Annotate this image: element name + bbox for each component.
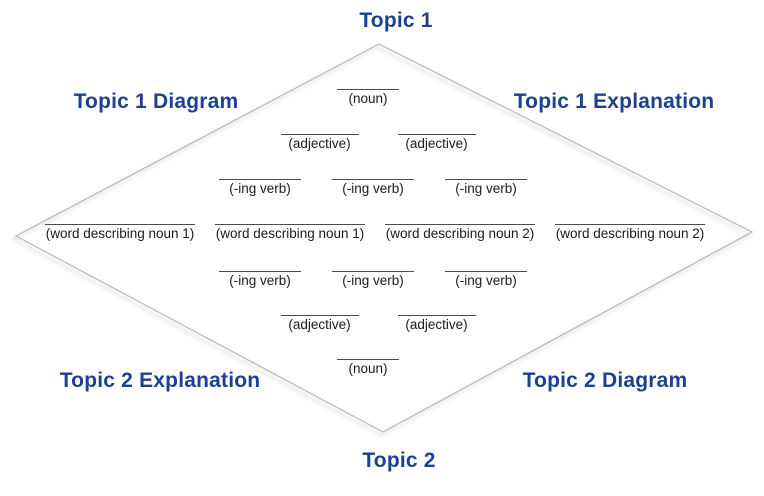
blank-ing-verb-bottom-2: (-ing verb) <box>326 271 421 288</box>
answer-line <box>397 315 476 316</box>
answer-line <box>445 179 527 180</box>
topic2-diagram-heading: Topic 2 Diagram <box>522 369 688 392</box>
row-noun-bottom: (noun) <box>0 359 750 376</box>
answer-line <box>397 134 476 135</box>
answer-line <box>332 179 414 180</box>
row-adjectives-top: (adjective) (adjective) <box>0 134 760 151</box>
answer-line <box>280 134 359 135</box>
blank-label: (-ing verb) <box>342 181 404 196</box>
blank-ing-verb-bottom-3: (-ing verb) <box>439 271 534 288</box>
blank-adjective-bottom-2: (adjective) <box>387 315 487 332</box>
blank-label: (noun) <box>348 361 388 376</box>
answer-line <box>332 271 414 272</box>
topic1-explanation-heading: Topic 1 Explanation <box>513 90 715 113</box>
answer-line <box>45 224 195 225</box>
blank-adjective-top-2: (adjective) <box>387 134 487 151</box>
topic1-diagram-heading: Topic 1 Diagram <box>73 90 239 113</box>
topic2-explanation-heading: Topic 2 Explanation <box>59 369 261 392</box>
blank-label: (-ing verb) <box>342 273 404 288</box>
blank-label: (adjective) <box>405 317 468 332</box>
blank-word-describing-noun2-1: (word describing noun 2) <box>381 224 539 241</box>
blank-word-describing-noun1-2: (word describing noun 1) <box>211 224 369 241</box>
blank-label: (noun) <box>348 91 388 106</box>
blank-ing-verb-top-1: (-ing verb) <box>213 179 308 196</box>
blank-label: (word describing noun 2) <box>385 226 535 241</box>
blank-label: (word describing noun 2) <box>555 226 705 241</box>
blank-label: (-ing verb) <box>229 181 291 196</box>
answer-line <box>219 271 301 272</box>
blank-noun-bottom: (noun) <box>328 359 408 376</box>
row-ing-verbs-bottom: (-ing verb) (-ing verb) (-ing verb) <box>0 271 755 288</box>
answer-line <box>215 224 365 225</box>
answer-line <box>555 224 705 225</box>
topic2-heading: Topic 2 <box>362 449 436 472</box>
blank-noun-top: (noun) <box>328 89 408 106</box>
blank-label: (-ing verb) <box>455 273 517 288</box>
blank-ing-verb-top-2: (-ing verb) <box>326 179 421 196</box>
answer-line <box>280 315 359 316</box>
blank-ing-verb-top-3: (-ing verb) <box>439 179 534 196</box>
row-middle-words: (word describing noun 1) (word describin… <box>0 224 757 241</box>
blank-label: (word describing noun 1) <box>215 226 365 241</box>
row-noun-top: (noun) <box>0 89 750 106</box>
answer-line <box>445 271 527 272</box>
answer-line <box>337 89 399 90</box>
answer-line <box>385 224 535 225</box>
blank-adjective-top-1: (adjective) <box>270 134 370 151</box>
blank-word-describing-noun1-1: (word describing noun 1) <box>41 224 199 241</box>
blank-label: (adjective) <box>288 136 351 151</box>
topic1-heading: Topic 1 <box>359 9 433 32</box>
blank-label: (adjective) <box>288 317 351 332</box>
blank-label: (adjective) <box>405 136 468 151</box>
blank-ing-verb-bottom-1: (-ing verb) <box>213 271 308 288</box>
blank-word-describing-noun2-2: (word describing noun 2) <box>551 224 709 241</box>
answer-line <box>337 359 399 360</box>
row-adjectives-bottom: (adjective) (adjective) <box>0 315 760 332</box>
row-ing-verbs-top: (-ing verb) (-ing verb) (-ing verb) <box>0 179 755 196</box>
blank-label: (-ing verb) <box>229 273 291 288</box>
blank-label: (-ing verb) <box>455 181 517 196</box>
answer-line <box>219 179 301 180</box>
blank-adjective-bottom-1: (adjective) <box>270 315 370 332</box>
blank-label: (word describing noun 1) <box>45 226 195 241</box>
